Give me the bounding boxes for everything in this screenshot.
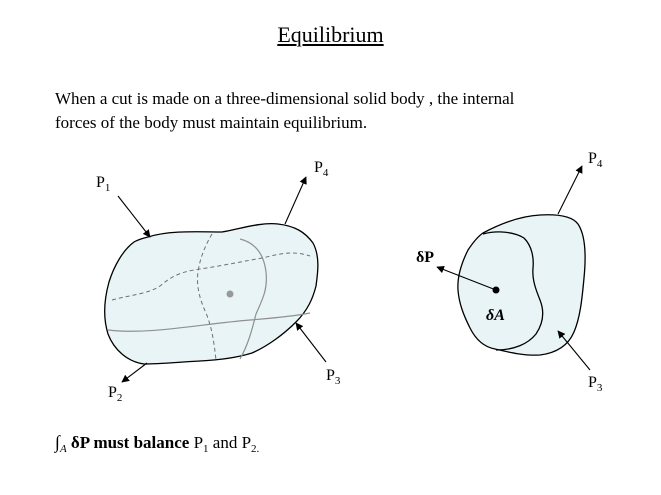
dashed-line-horizontal [111,252,311,301]
label-delta-a: δA [486,307,505,324]
label-p1: P1 [96,174,110,194]
label-p3-left: P3 [326,367,341,387]
integral-symbol: ∫ [55,432,60,452]
arrow-delta-p [436,265,497,291]
arrow-p4-left [284,176,307,225]
label-p3-right: P3 [588,374,603,394]
intro-line-2: forces of the body must maintain equilib… [55,113,368,132]
cut-section-edge [482,231,544,351]
cut-body-outline [457,214,586,356]
label-delta-p: δP [416,249,434,266]
intro-text: When a cut is made on a three-dimensiona… [55,87,615,135]
integral-subscript: A [59,443,67,455]
arrow-p4-right [557,165,583,215]
intro-line-1: When a cut is made on a three-dimensiona… [55,89,515,108]
statement-and-p2: and P [208,433,252,452]
centroid-dot [226,290,234,298]
statement-p1: P [193,433,204,452]
full-body [104,222,319,365]
dashed-line-vertical [197,233,217,361]
arrow-p3-right [557,330,591,371]
page-title: Equilibrium [277,22,384,47]
full-body-outline [104,222,319,365]
arrow-p3-left [295,322,327,363]
cut-body [457,214,586,356]
label-p4-left: P4 [314,159,329,179]
equilibrium-statement: ∫A δP must balance P1 and P2. [55,432,259,455]
arrow-p2 [121,362,148,383]
label-p4-right: P4 [588,150,603,170]
arrow-p1 [117,195,151,238]
statement-bold: δP must balance [66,433,194,452]
cut-line-horizontal [107,312,311,332]
cut-line-vertical [239,238,267,360]
label-p2: P2 [108,384,122,404]
statement-p1-sub: 1 [203,443,209,455]
statement-p2-sub: 2. [251,443,260,455]
